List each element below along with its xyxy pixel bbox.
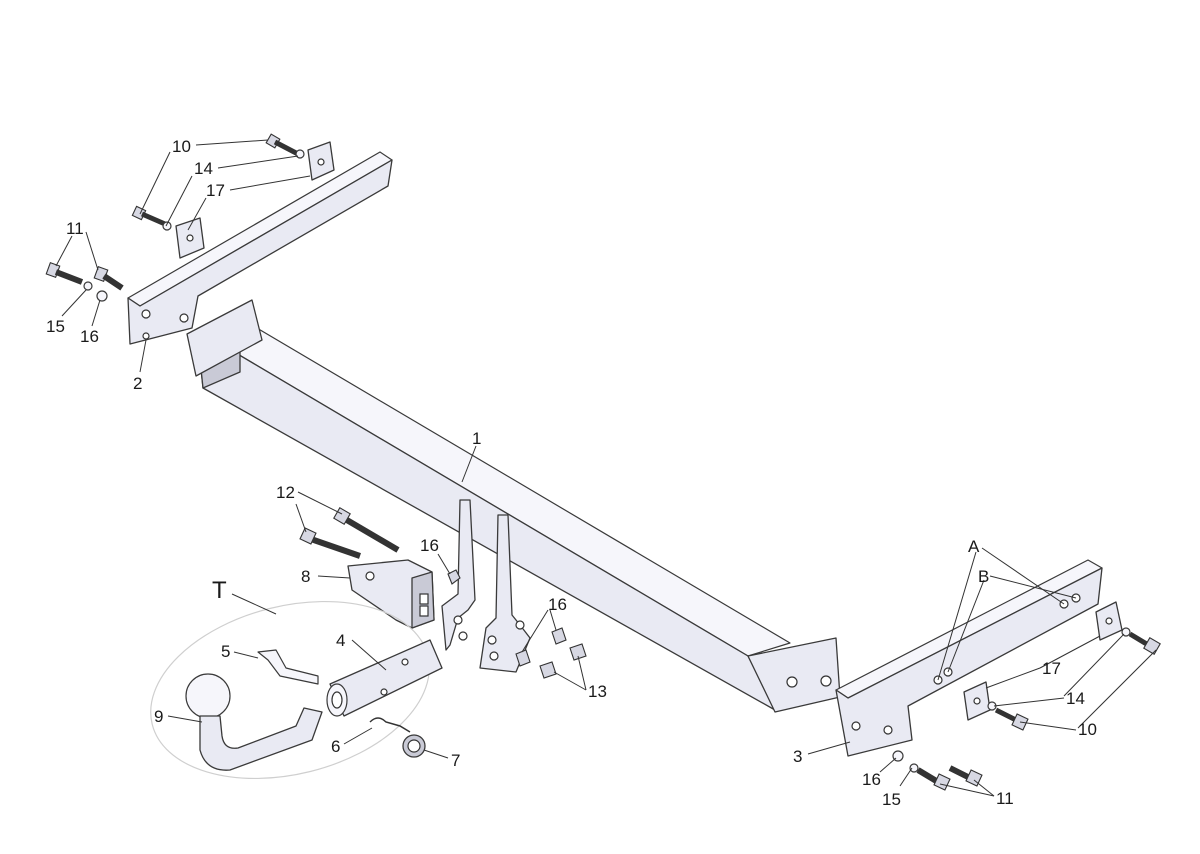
callout-5: 5 — [221, 642, 230, 661]
hardware-center — [299, 507, 587, 679]
callout-T: T — [212, 577, 227, 604]
callout-6: 6 — [331, 737, 340, 756]
callout-13: 13 — [588, 682, 607, 701]
callout-4: 4 — [336, 631, 345, 650]
adapter-plate — [347, 559, 435, 629]
callout-labels: 1 2 3 4 5 6 7 8 9 10 10 11 11 12 13 14 1… — [46, 137, 1097, 809]
left-side-bracket — [127, 151, 393, 345]
callout-8: 8 — [301, 567, 310, 586]
callout-3: 3 — [793, 747, 802, 766]
callout-14-right: 14 — [1066, 689, 1085, 708]
callout-A: A — [968, 537, 980, 556]
callout-11-left: 11 — [66, 219, 84, 238]
callout-16-center-a: 16 — [420, 536, 439, 555]
callout-9: 9 — [154, 707, 163, 726]
callout-14-left: 14 — [194, 159, 213, 178]
callout-10-left: 10 — [172, 137, 191, 156]
callout-1: 1 — [472, 429, 481, 448]
right-side-bracket — [835, 559, 1103, 757]
callout-16-center-b: 16 — [548, 595, 567, 614]
main-cross-beam — [186, 299, 841, 713]
callout-10-right: 10 — [1078, 720, 1097, 739]
callout-17-right: 17 — [1042, 659, 1061, 678]
leader-lines — [55, 139, 1157, 797]
callout-16-right: 16 — [862, 770, 881, 789]
callout-B: B — [978, 567, 989, 586]
callout-15-left: 15 — [46, 317, 65, 336]
tow-ball-kit-group — [150, 600, 443, 780]
callout-11-right: 11 — [996, 789, 1014, 808]
callout-12: 12 — [276, 483, 295, 502]
callout-7: 7 — [451, 751, 460, 770]
callout-16-left: 16 — [80, 327, 99, 346]
callout-15-right: 15 — [882, 790, 901, 809]
callout-17-left: 17 — [206, 181, 225, 200]
callout-2: 2 — [133, 374, 142, 393]
